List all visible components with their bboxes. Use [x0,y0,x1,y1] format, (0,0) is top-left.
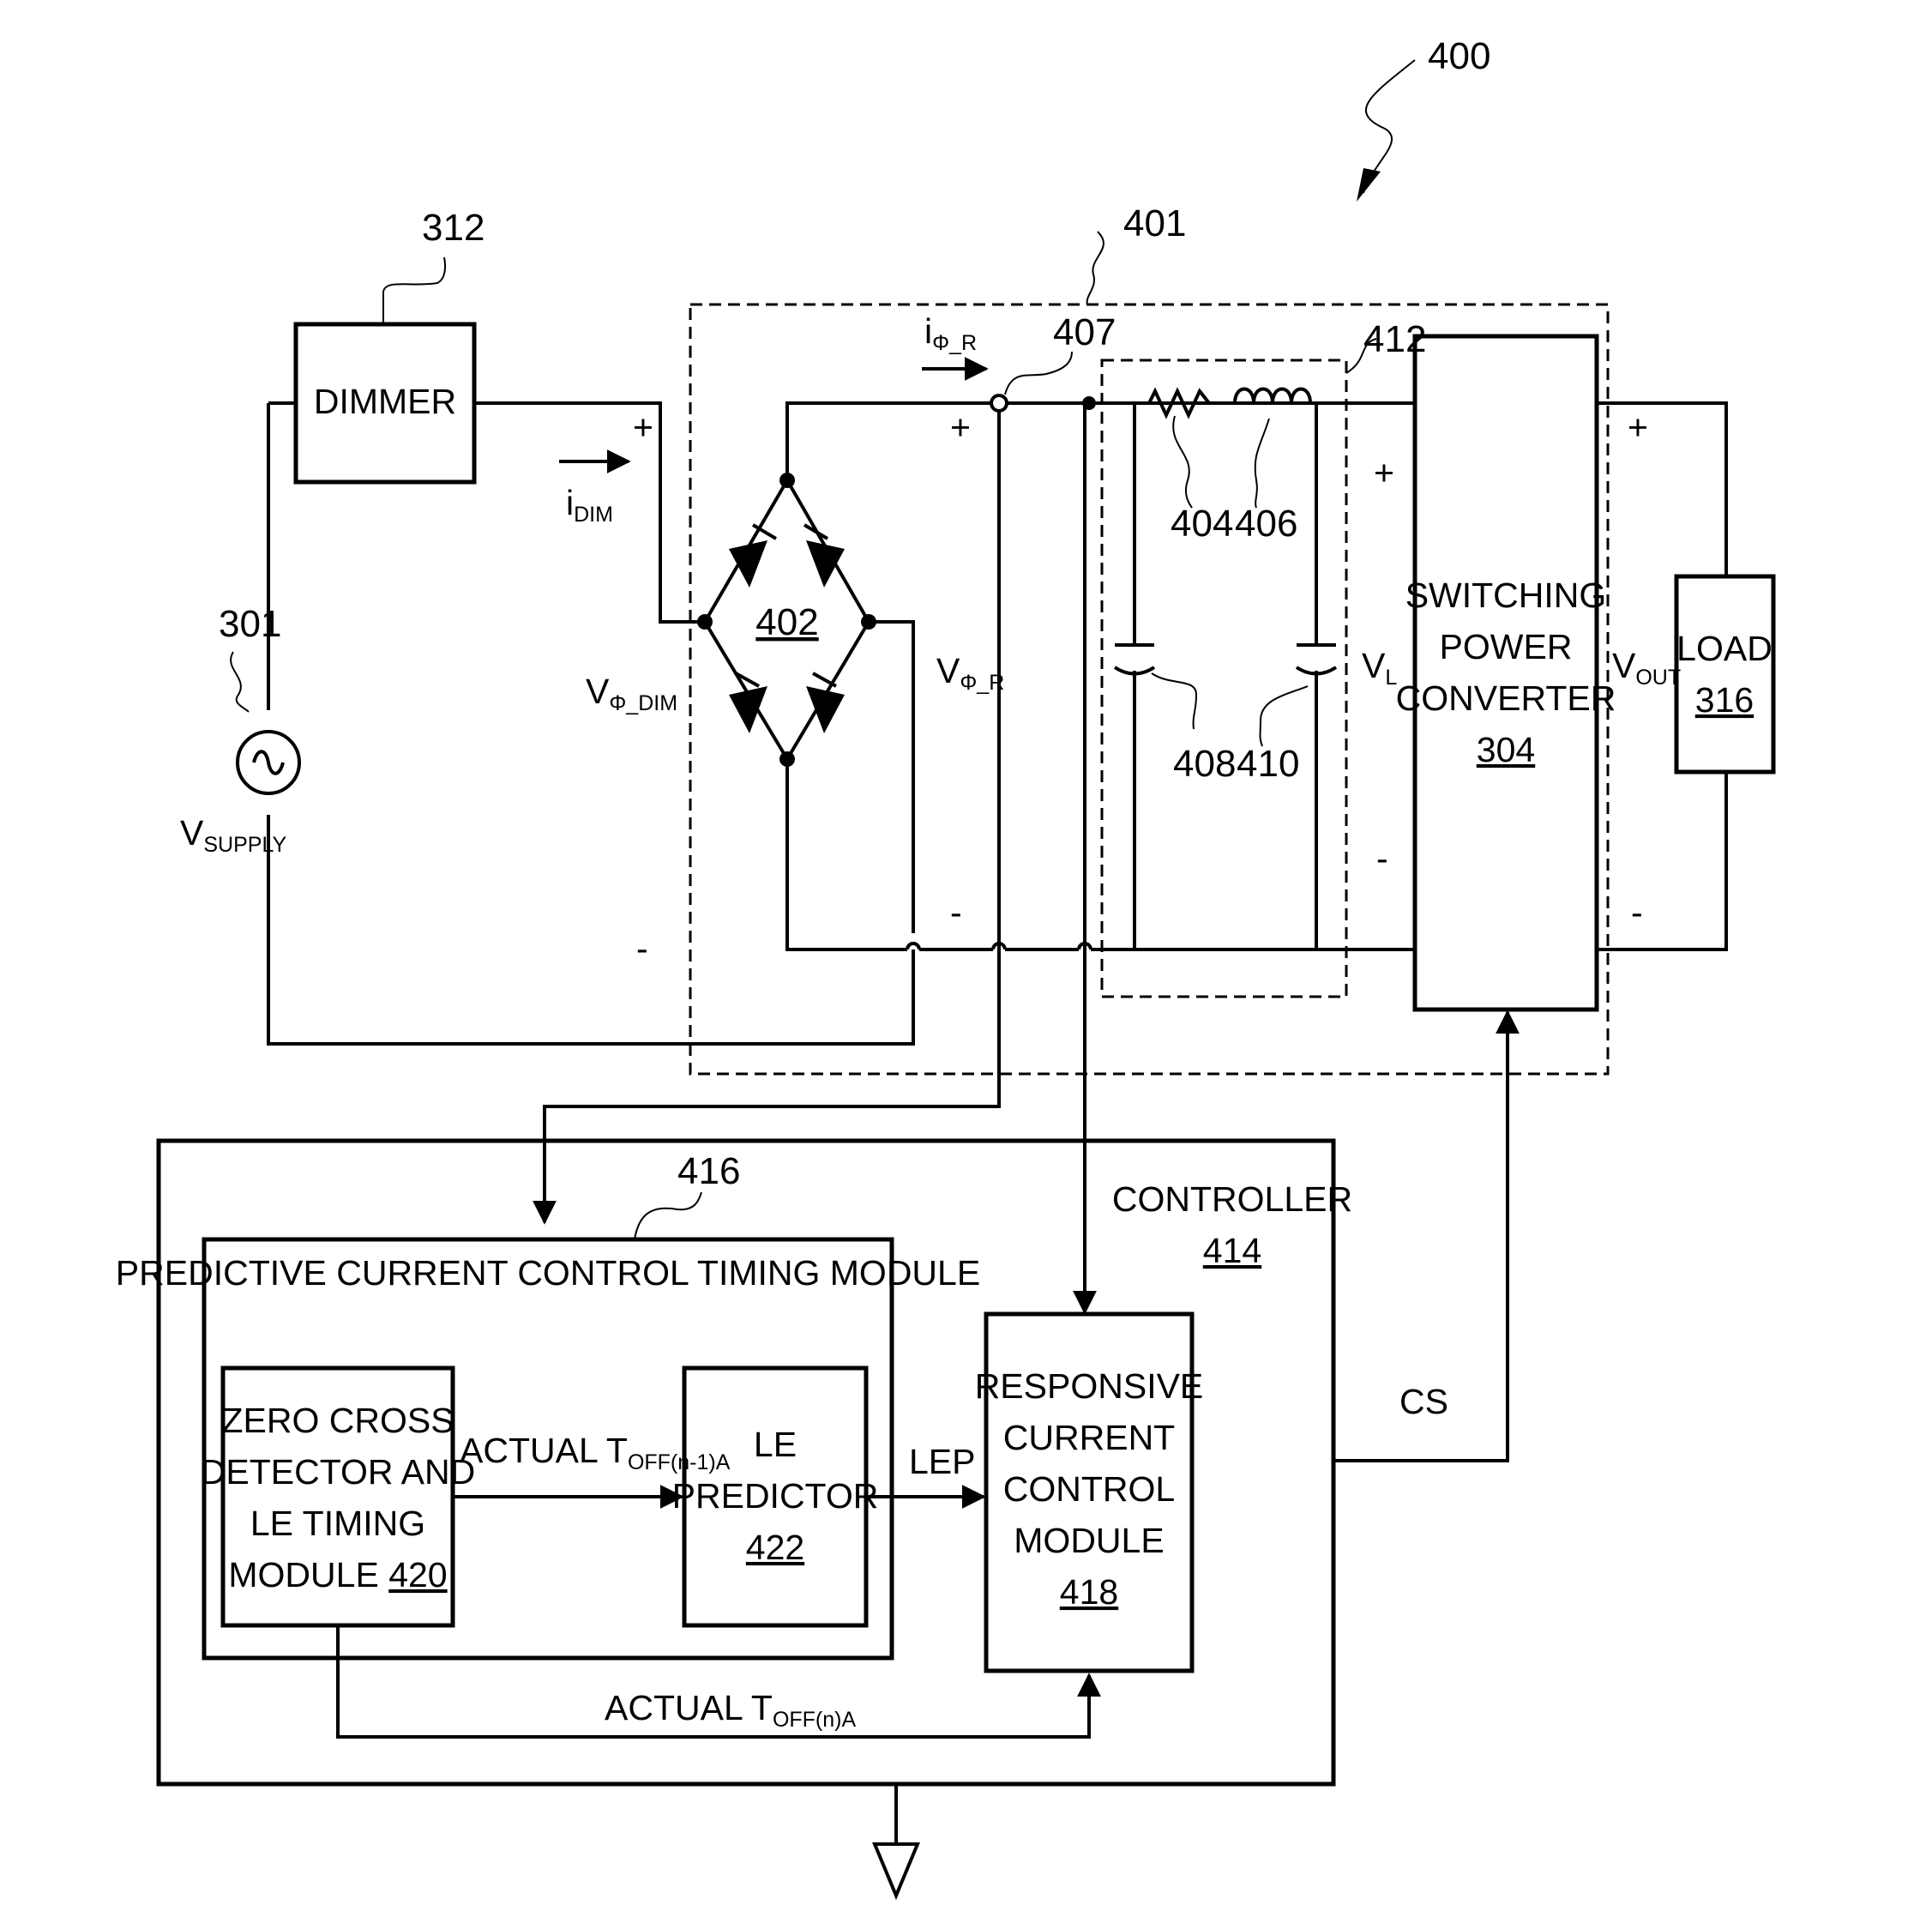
zcd-module-420: ZERO CROSS DETECTOR AND LE TIMING MODULE… [201,1368,475,1625]
zcd-line-2: DETECTOR AND [201,1452,475,1492]
plus-dim: + [633,407,653,447]
v-phi-r-label: VΦ_R [936,651,1004,695]
junction-dot [1082,396,1096,410]
dashed-filter-412 [1102,360,1346,997]
i-phi-r-indicator: iΦ_R 407 [922,311,1116,411]
cs-label: CS [1399,1382,1448,1421]
minus-out: - [1631,893,1643,932]
actual-prev-label: ACTUAL TOFF(n-1)A [460,1431,731,1474]
i-dim-label: iDIM [566,483,613,527]
load-ref: 316 [1695,680,1754,720]
rcc-line-3: CONTROL [1003,1469,1175,1509]
diode-icon [806,673,845,733]
converter-line-1: SWITCHING [1405,576,1607,615]
ref-407-label: 407 [1053,311,1116,353]
v-l-label: VL [1362,646,1397,690]
responsive-current-control-418: RESPONSIVE CURRENT CONTROL MODULE 418 [975,1314,1204,1671]
lep-line-2: PREDICTOR [672,1476,879,1516]
minus-dim: - [636,929,648,968]
diode-icon [729,525,776,588]
converter-line-2: POWER [1440,627,1573,666]
node-407 [991,395,1007,411]
lep-line-1: LE [754,1425,797,1464]
plus-l: + [1374,453,1394,492]
zcd-line-1: ZERO CROSS [221,1401,454,1440]
zcd-line-3: LE TIMING [250,1504,425,1543]
figure-ref-400: 400 [1357,35,1490,202]
v-supply-label: VSUPPLY [180,813,286,857]
ref-402-label: 402 [755,601,818,643]
ref-401-label: 401 [1123,202,1186,244]
pcct-title: PREDICTIVE CURRENT CONTROL TIMING MODULE [116,1253,980,1293]
load-label: LOAD [1676,629,1773,668]
ref-312-label: 312 [422,207,485,249]
i-phi-r-label: iΦ_R [924,311,977,355]
plus-out: + [1628,407,1648,447]
v-phi-dim-label: VΦ_DIM [586,672,677,715]
plus-r: + [950,407,971,447]
ref-416-label: 416 [677,1150,740,1192]
ref-406-label: 406 [1235,503,1297,545]
lep-ref: 422 [746,1528,804,1567]
ref-400-label: 400 [1428,35,1490,77]
ref-410-label: 410 [1237,743,1299,785]
diode-icon [804,525,845,588]
rcc-line-2: CURRENT [1003,1418,1175,1457]
zcd-line-4: MODULE 420 [228,1555,447,1594]
le-predictor-422: LE PREDICTOR 422 [672,1368,879,1625]
actual-now-label: ACTUAL TOFF(n)A [605,1688,856,1732]
lep-label: LEP [909,1442,976,1481]
switching-power-converter-304: SWITCHING POWER CONVERTER 304 [1396,336,1616,1010]
ref-401-leader [1087,232,1104,304]
rcc-ref: 418 [1060,1572,1118,1612]
rectifier-402: 402 [697,473,876,767]
minus-l: - [1376,839,1388,878]
converter-ref: 304 [1477,730,1535,769]
controller-ref: 414 [1203,1231,1261,1270]
load-316: LOAD 316 [1676,576,1773,772]
controller-label: CONTROLLER [1112,1179,1352,1219]
rcc-line-4: MODULE [1014,1521,1164,1560]
diode-icon [729,673,767,733]
minus-r: - [950,893,962,932]
dimmer-label: DIMMER [314,382,456,421]
ref-404-label: 404 [1171,503,1233,545]
dimmer-312: DIMMER 312 [296,207,485,482]
ref-301-label: 301 [219,603,281,645]
supply-301: 301 VSUPPLY [180,603,299,857]
converter-line-3: CONVERTER [1396,678,1616,718]
ref-408-label: 408 [1173,743,1236,785]
inductor-icon [1235,389,1310,404]
v-out-label: VOUT [1612,646,1681,690]
rcc-line-1: RESPONSIVE [975,1366,1204,1406]
